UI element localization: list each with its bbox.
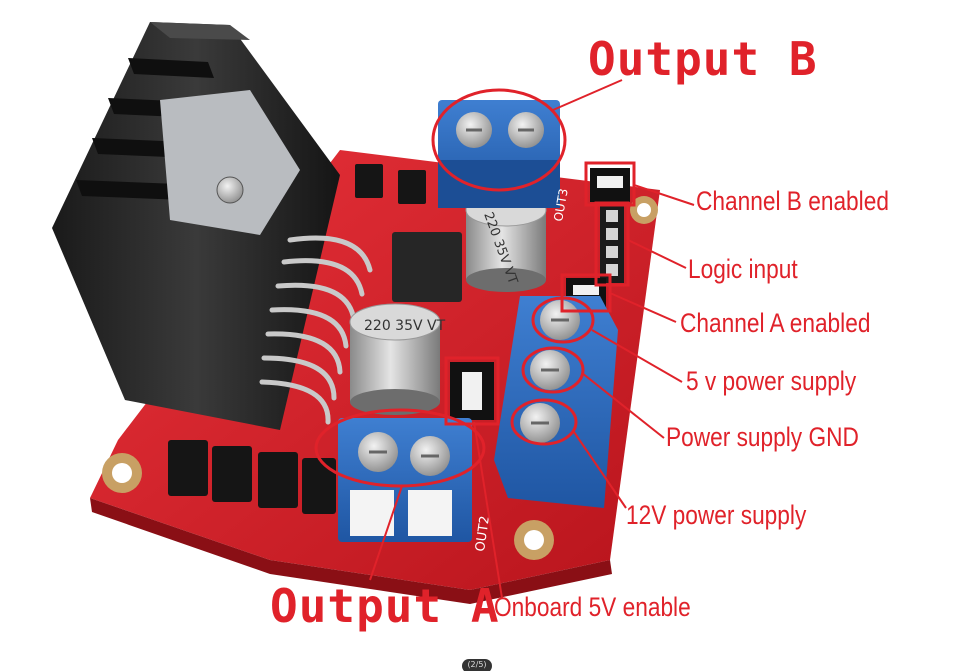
highlight-12v (510, 398, 578, 446)
pcb-edge-shadow (90, 498, 612, 604)
heatsink-screw (216, 176, 244, 204)
heatsink-plate (160, 90, 300, 235)
diodes-top (355, 164, 426, 204)
highlight-channel-b (584, 161, 636, 207)
capacitor-bottom-marking: 220 35V VT (364, 318, 446, 334)
image-pager[interactable]: (2/5) (462, 659, 492, 671)
driver-ic-pins (259, 235, 373, 425)
highlight-output-a (314, 408, 486, 488)
voltage-regulator (392, 232, 462, 302)
highlight-onboard-5v (444, 356, 500, 426)
terminal-block-output-a (338, 418, 472, 542)
label-logic-input: Logic input (688, 254, 798, 284)
annotation-leader-lines (369, 79, 695, 599)
annotation-highlights (314, 88, 636, 488)
highlight-logic-input (594, 201, 630, 287)
terminal-block-output-b (438, 100, 560, 208)
label-5v-power-supply: 5 v power supply (686, 366, 857, 396)
label-power-supply-gnd: Power supply GND (666, 422, 859, 452)
highlight-output-b (431, 88, 567, 192)
label-output-b: Output B (588, 32, 818, 86)
onboard-5v-jumper (450, 362, 494, 420)
label-12v-power-supply: 12V power supply (626, 500, 807, 530)
pcb-label-out3: OUT3 (551, 187, 571, 222)
logic-input-pins (600, 205, 624, 283)
diodes-bottom (168, 440, 336, 514)
highlight-gnd (521, 346, 585, 394)
heatsink (52, 22, 340, 430)
label-channel-a-enabled: Channel A enabled (680, 308, 871, 338)
pcb-label-out2: OUT2 (473, 515, 493, 553)
label-channel-b-enabled: Channel B enabled (696, 186, 889, 216)
label-onboard-5v-enable: Onboard 5V enable (494, 592, 691, 622)
capacitor-bottom (349, 303, 441, 415)
channel-b-jumper (590, 168, 630, 202)
label-output-a: Output A (270, 579, 500, 633)
mounting-holes (102, 196, 658, 560)
